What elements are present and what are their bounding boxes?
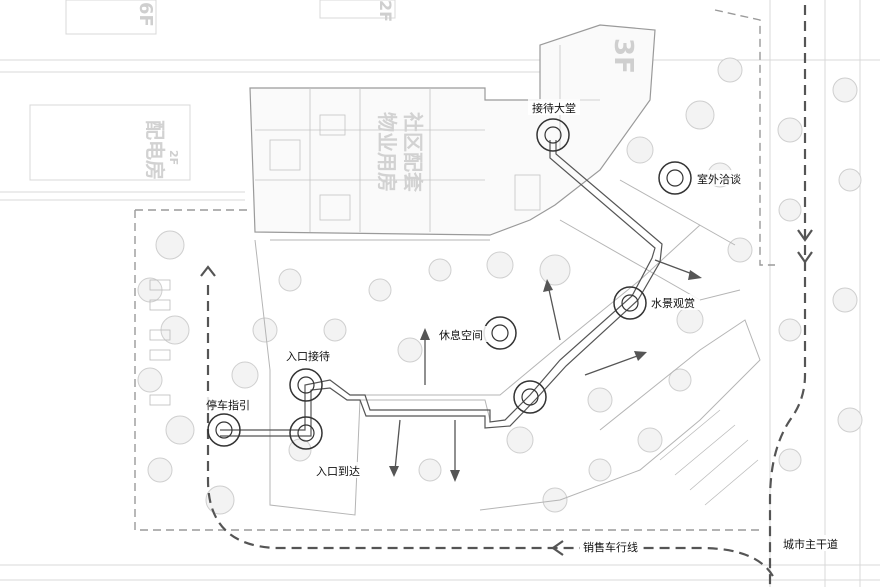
node-label-water-view: 水景观赏 <box>651 297 695 310</box>
tree-canopies <box>137 57 863 515</box>
parking-stalls <box>149 279 759 506</box>
node-reception-lobby-marker <box>536 118 570 152</box>
node-outdoor-meeting-marker <box>658 161 692 195</box>
substation-floor-label: 2F <box>167 150 180 165</box>
flow-arrow-heads <box>389 270 702 482</box>
node-rest-space-marker <box>483 316 517 350</box>
flow-arrows <box>394 259 696 475</box>
node-label-outdoor-meeting: 室外洽谈 <box>697 172 741 186</box>
node-label-entrance-reception: 入口接待 <box>286 349 330 363</box>
main-building-label-line2: 物业用房 <box>375 112 399 192</box>
node-water-view-marker <box>613 286 647 320</box>
top-mid-floor-label: 2F <box>376 0 395 22</box>
node-parking-guide-marker <box>207 413 241 447</box>
node-entrance-arrival-marker <box>289 416 323 450</box>
site-boundary <box>134 9 775 531</box>
node-label-entrance-arrival: 入口到达 <box>316 465 360 478</box>
main-building <box>249 24 656 236</box>
reception-floor-label: 3F <box>608 38 638 74</box>
node-label-reception-lobby: 接待大堂 <box>532 101 576 115</box>
node-label-rest-space: 休息空间 <box>439 328 483 342</box>
vehicle-routes <box>206 5 807 587</box>
sales-route-label: 销售车行线 <box>583 540 638 554</box>
main-building-label-line1: 社区配套 <box>401 111 425 192</box>
city-road-label: 城市主干道 <box>783 537 838 551</box>
node-entrance-reception-marker <box>289 368 323 402</box>
node-markers <box>207 118 692 450</box>
substation-label: 配电房 <box>143 120 167 180</box>
top-left-floor-label: 6F <box>135 2 156 27</box>
node-label-parking-guide: 停车指引 <box>206 398 250 412</box>
node-junction-marker <box>513 380 547 414</box>
vehicle-route-arrowheads <box>200 229 813 556</box>
